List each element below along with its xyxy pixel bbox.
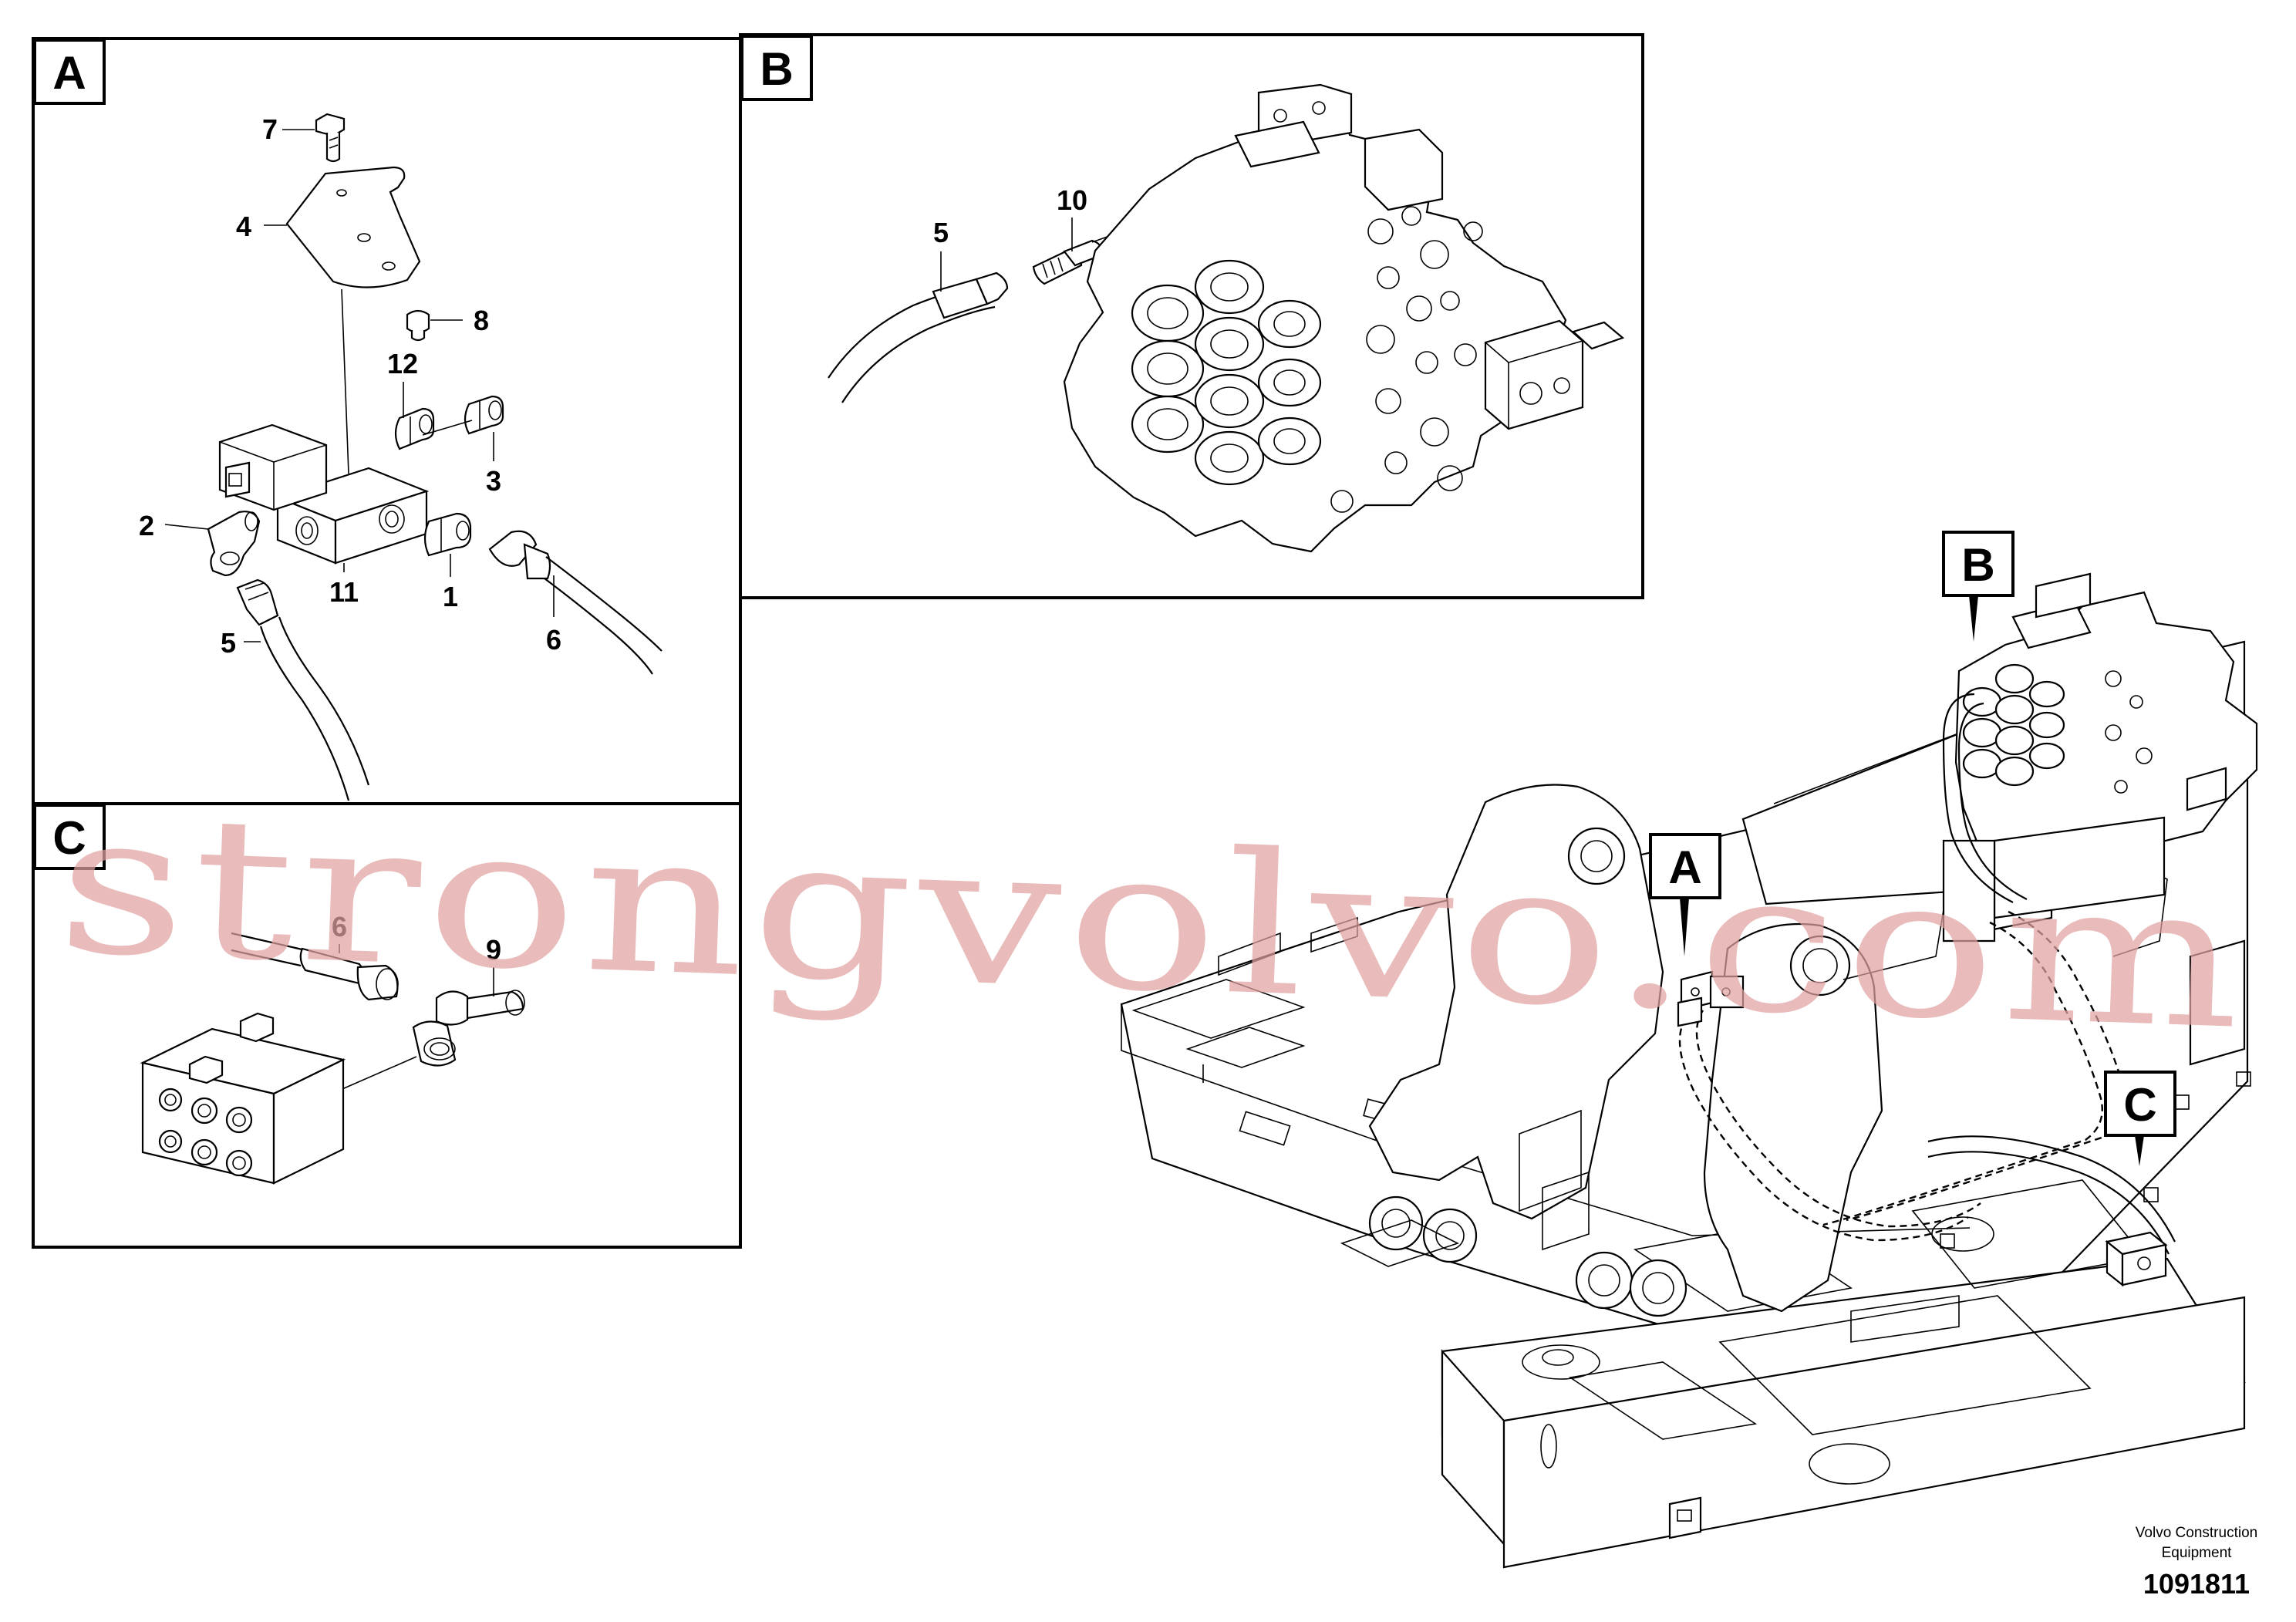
- mounted-valve-a: [1677, 970, 1745, 1027]
- bracket-4: [285, 166, 421, 288]
- label-1: 1: [443, 581, 458, 612]
- label-6: 6: [546, 624, 561, 656]
- view-c-panel: C: [32, 802, 742, 1249]
- upper-frame-assembly: [1120, 572, 2258, 1569]
- footer: Volvo Construction Equipment 1091811: [2136, 1525, 2257, 1600]
- fitting-1: [423, 512, 472, 557]
- view-c-letter: C: [52, 812, 86, 864]
- hose-6: [488, 530, 663, 675]
- hose-5: [828, 271, 1009, 403]
- view-b-panel: B: [739, 33, 1644, 599]
- callout-b-letter: B: [1961, 539, 1994, 591]
- fitting-3: [464, 395, 504, 435]
- hose-6: [231, 932, 399, 1001]
- label-6: 6: [332, 911, 347, 943]
- label-11: 11: [329, 576, 359, 608]
- label-9: 9: [486, 934, 501, 966]
- label-7: 7: [262, 113, 278, 145]
- tee-fitting-9: [412, 990, 525, 1067]
- control-valve-block: [1063, 83, 1625, 553]
- view-a-panel: A: [32, 37, 742, 805]
- hose-5: [236, 578, 370, 801]
- view-b-letter: B: [760, 43, 793, 95]
- fitting-12: [394, 407, 435, 450]
- footer-company-line2: Equipment: [2162, 1545, 2233, 1561]
- label-5: 5: [221, 627, 236, 659]
- drawing-number: 1091811: [2143, 1568, 2250, 1600]
- label-5: 5: [933, 217, 949, 248]
- footer-company-line1: Volvo Construction: [2136, 1525, 2257, 1541]
- valve-block-11: [218, 423, 430, 565]
- callout-b: B: [1942, 531, 2014, 642]
- elbow-fitting-2: [207, 511, 261, 577]
- callout-c-letter: C: [2123, 1079, 2156, 1131]
- callout-c: C: [2104, 1071, 2176, 1166]
- label-3: 3: [486, 465, 501, 497]
- label-10: 10: [1057, 184, 1087, 216]
- callout-a-letter: A: [1668, 841, 1701, 893]
- callout-a: A: [1649, 833, 1721, 956]
- view-a-letter: A: [52, 47, 86, 99]
- bolt-8: [406, 309, 430, 342]
- valve-block: [140, 1012, 346, 1185]
- bolt-7: [315, 113, 346, 163]
- label-8: 8: [474, 305, 489, 336]
- label-4: 4: [236, 211, 251, 242]
- label-2: 2: [139, 510, 154, 541]
- mounted-valve-c: [2105, 1231, 2168, 1287]
- label-12: 12: [387, 348, 418, 379]
- mounted-control-valve: [1942, 572, 2258, 943]
